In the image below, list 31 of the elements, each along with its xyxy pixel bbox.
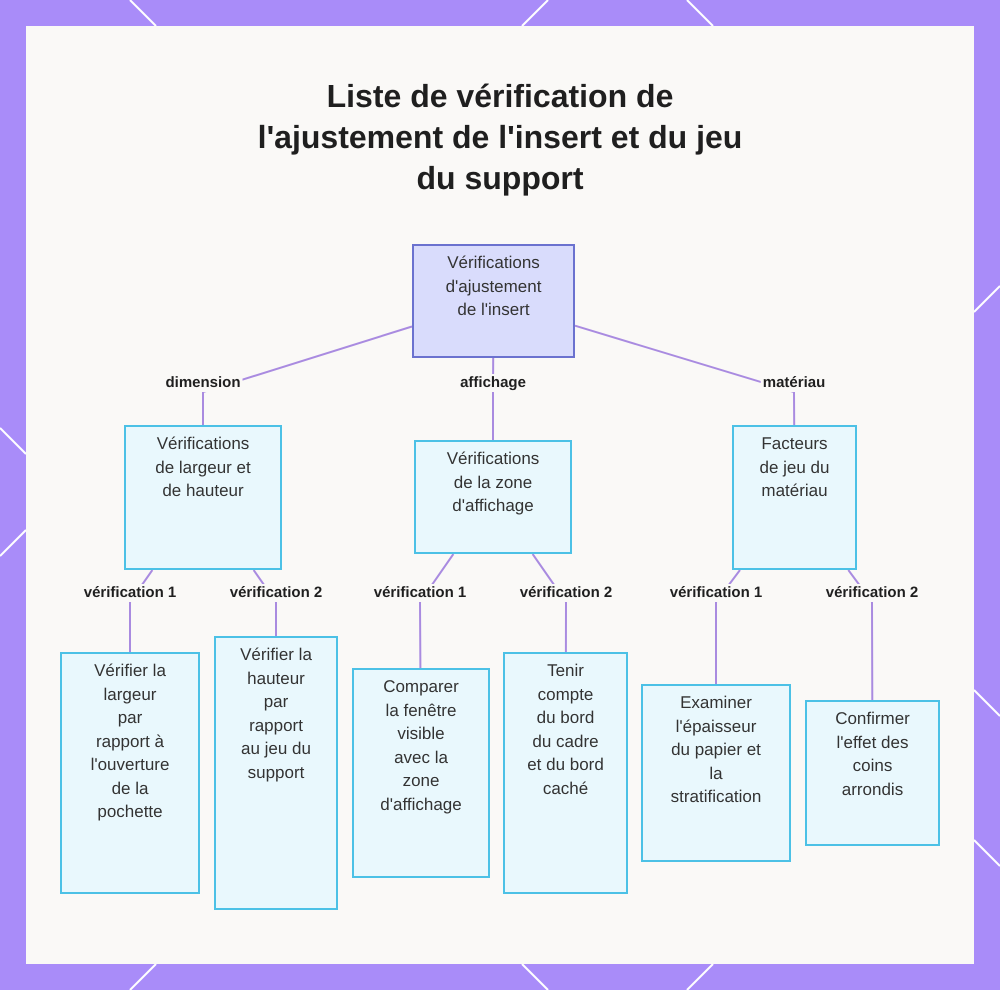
node-text: Vérifications de largeur et de hauteur <box>155 433 251 502</box>
process-box <box>124 425 282 570</box>
root-box <box>412 244 575 358</box>
edge-label: vérification 2 <box>228 584 324 602</box>
edge-label: matériau <box>760 374 828 392</box>
node-text: Vérifier la hauteur par rapport au jeu du support <box>239 644 313 784</box>
node-text: Vérifications d'ajustement de l'insert <box>444 252 542 321</box>
node-text: Confirmer l'effet des coins arrondis <box>834 708 911 800</box>
diagram-title: Liste de vérification de l'ajustement de l'insert et du jeu du support <box>256 77 744 198</box>
edge-label: dimension <box>164 374 242 392</box>
process-box <box>60 652 200 894</box>
node-text: Comparer la fenêtre visible avec la zone d'affichage <box>379 676 463 816</box>
edge-label: vérification 1 <box>372 584 468 602</box>
edge-label: vérification 2 <box>824 584 920 602</box>
process-box <box>805 700 940 846</box>
node-text: Examiner l'épaisseur du papier et la stratification <box>670 692 762 808</box>
process-box <box>503 652 628 894</box>
edge-label: affichage <box>458 374 528 392</box>
process-box <box>732 425 857 570</box>
process-box <box>641 684 791 862</box>
node-text: Vérifier la largeur par rapport à l'ouverture de la pochette <box>90 660 170 823</box>
edge-label: vérification 2 <box>518 584 614 602</box>
edge-label: vérification 1 <box>82 584 178 602</box>
process-box <box>352 668 490 878</box>
process-box <box>414 440 572 554</box>
node-text: Tenir compte du bord du cadre et du bord caché <box>526 660 604 800</box>
process-box <box>214 636 338 910</box>
connector-line <box>574 324 796 425</box>
edge-label: vérification 1 <box>668 584 764 602</box>
node-text: Vérifications de la zone d'affichage <box>446 448 540 517</box>
node-text: Facteurs de jeu du matériau <box>758 433 830 502</box>
